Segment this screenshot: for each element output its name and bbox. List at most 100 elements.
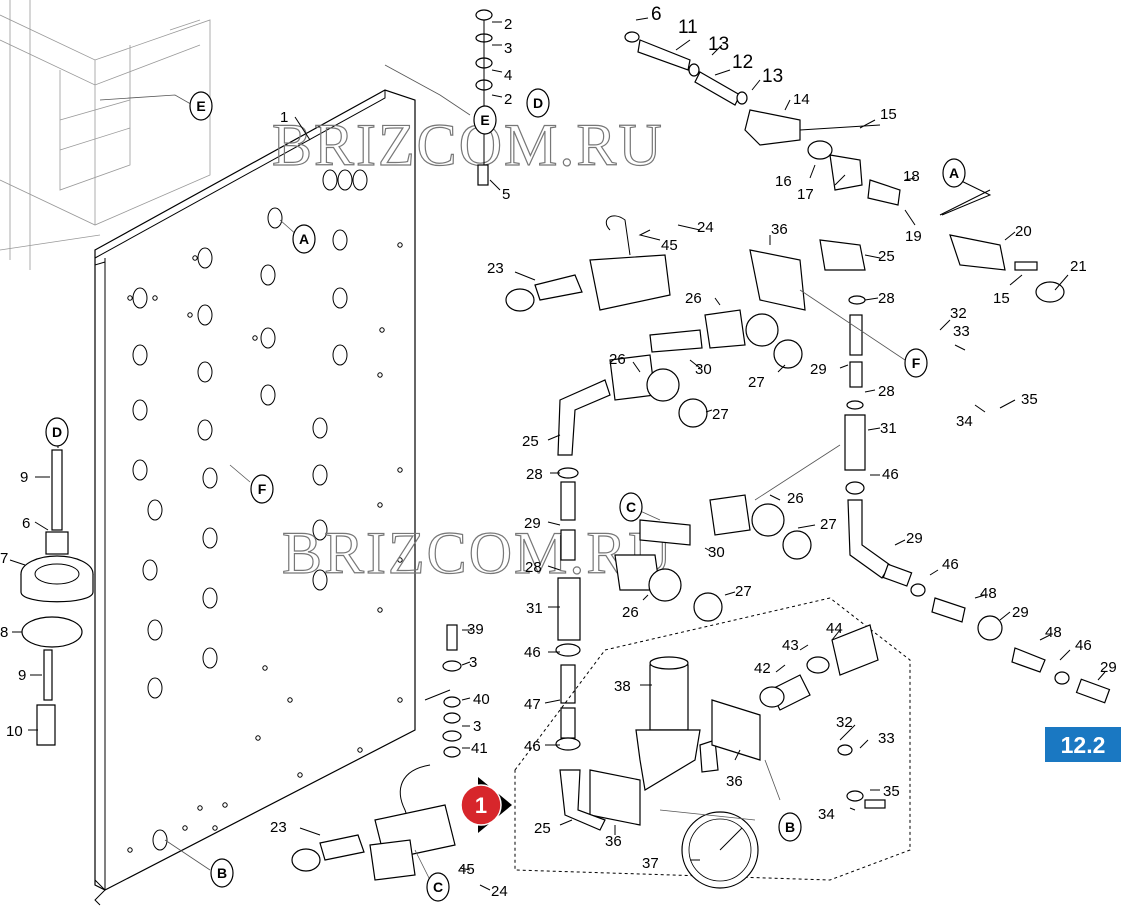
- connector-tag-label: A: [299, 231, 309, 247]
- step-marker: 1: [460, 777, 512, 833]
- connector-tag-a-panel: A: [292, 224, 316, 254]
- connector-tag-label: B: [785, 819, 795, 835]
- step-marker-number: 1: [475, 793, 487, 818]
- part-label: 36: [726, 773, 743, 790]
- panel-hole: [312, 519, 328, 541]
- panel-hole: [142, 559, 158, 581]
- panel-hole: [197, 361, 213, 383]
- connector-tag-c-mid: C: [619, 492, 643, 522]
- panel-hole: [352, 169, 368, 191]
- panel-hole: [202, 527, 218, 549]
- part-label: 30: [708, 544, 725, 561]
- part-label: 23: [270, 819, 287, 836]
- part-label: 44: [826, 620, 843, 637]
- solenoid-valve-bottom: [291, 764, 456, 881]
- part-label: 10: [6, 723, 23, 740]
- panel-hole: [202, 467, 218, 489]
- part-label: 4: [504, 67, 512, 84]
- part-label: 17: [797, 186, 814, 203]
- part-label: 28: [878, 383, 895, 400]
- part-label: 46: [524, 738, 541, 755]
- part-label: 46: [942, 556, 959, 573]
- part-label: 41: [471, 740, 488, 757]
- part-label: 35: [883, 783, 900, 800]
- part-label: 33: [878, 730, 895, 747]
- fastener-stack-top: [475, 9, 493, 186]
- part-label: 34: [818, 806, 835, 823]
- panel-screw-hole: [187, 312, 193, 318]
- part-label: 6: [651, 4, 662, 25]
- panel-screw-hole: [255, 735, 261, 741]
- part-label: 35: [1021, 391, 1038, 408]
- part-label: 2: [504, 91, 512, 108]
- part-label: 3: [473, 718, 481, 735]
- part-label: 5: [502, 186, 510, 203]
- panel-screw-hole: [152, 295, 158, 301]
- connector-tag-b-regulator: B: [778, 812, 802, 842]
- panel-holes: [127, 169, 403, 853]
- part-label: 27: [820, 516, 837, 533]
- part-label: 30: [695, 361, 712, 378]
- part-label: 24: [491, 883, 508, 900]
- part-label: 31: [526, 600, 543, 617]
- panel-hole: [260, 384, 276, 406]
- watermark-top: BRIZCOM.RU: [272, 112, 664, 178]
- panel-hole: [267, 207, 283, 229]
- part-label: 7: [0, 550, 8, 567]
- part-label: 2: [504, 16, 512, 33]
- section-badge-text: 12.2: [1061, 732, 1106, 758]
- solenoid-valve-middle: [505, 215, 866, 369]
- connector-tag-label: D: [533, 95, 543, 111]
- panel-hole: [312, 417, 328, 439]
- part-label: 32: [836, 714, 853, 731]
- panel-screw-hole: [379, 327, 385, 333]
- panel-screw-hole: [192, 255, 198, 261]
- part-label: 26: [787, 490, 804, 507]
- panel-screw-hole: [222, 802, 228, 808]
- part-label: 23: [487, 260, 504, 277]
- connector-tag-label: F: [912, 355, 921, 371]
- part-label: 42: [754, 660, 771, 677]
- part-label: 34: [956, 413, 973, 430]
- panel-hole: [152, 829, 168, 851]
- part-label: 29: [1100, 659, 1117, 676]
- connector-tag-b-panel: B: [210, 858, 234, 888]
- panel-screw-hole: [127, 295, 133, 301]
- panel-hole: [322, 169, 338, 191]
- panel-hole: [132, 399, 148, 421]
- panel-screw-hole: [297, 772, 303, 778]
- part-label: 48: [1045, 624, 1062, 641]
- panel-screw-hole: [397, 697, 403, 703]
- part-label: 14: [793, 91, 810, 108]
- panel-hole: [147, 619, 163, 641]
- connector-tag-c-bottom: C: [426, 872, 450, 902]
- panel-screw-hole: [377, 502, 383, 508]
- part-label: 3: [504, 40, 512, 57]
- part-label: 38: [614, 678, 631, 695]
- part-number-labels: 1 2 3 4 2 5 6 11 13 12 13 14 15 16 17 18…: [0, 4, 1117, 900]
- leader-lines: [9, 17, 1106, 891]
- connector-tag-d-top: D: [526, 88, 550, 118]
- part-label: 8: [0, 624, 8, 641]
- panel-hole: [147, 677, 163, 699]
- part-label: 40: [473, 691, 490, 708]
- panel-screw-hole: [262, 665, 268, 671]
- part-label: 15: [880, 106, 897, 123]
- part-label: 45: [661, 237, 678, 254]
- part-label: 21: [1070, 258, 1087, 275]
- part-label: 46: [524, 644, 541, 661]
- part-label: 3: [469, 654, 477, 671]
- part-label: 27: [748, 374, 765, 391]
- part-label: 13: [708, 34, 729, 55]
- part-label: 6: [22, 515, 30, 532]
- part-label: 12: [732, 52, 753, 73]
- part-label: 31: [880, 420, 897, 437]
- panel-hole: [260, 327, 276, 349]
- panel-hole: [197, 304, 213, 326]
- connector-tag-e-mid: E: [473, 105, 497, 135]
- part-label: 32: [950, 305, 967, 322]
- part-label: 25: [878, 248, 895, 265]
- part-label: 18: [903, 168, 920, 185]
- panel-hole: [147, 499, 163, 521]
- section-badge: 12.2: [1045, 727, 1121, 762]
